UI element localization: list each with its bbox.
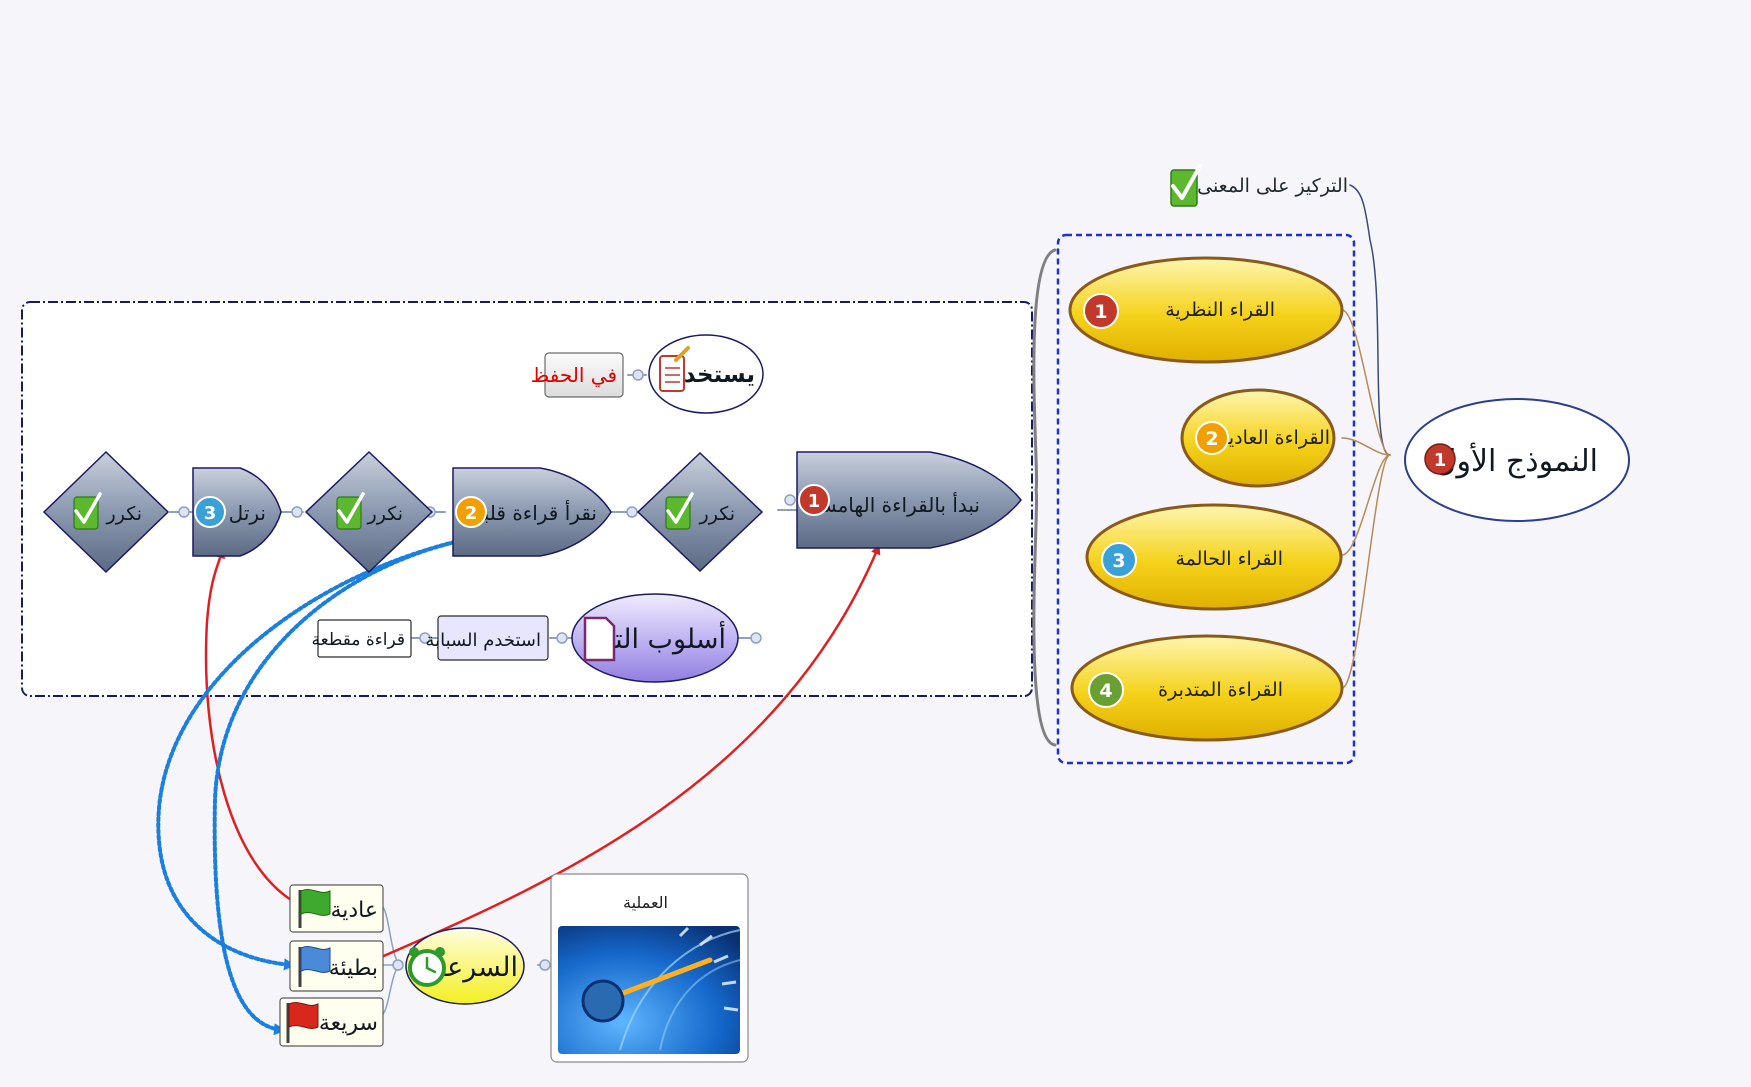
speed-option-fast[interactable]: سريعة [279, 997, 384, 1047]
number-badge-icon [194, 496, 226, 528]
use-node[interactable]: يستخدم [648, 334, 764, 414]
page-icon [583, 616, 616, 662]
process-card-title: العملية [623, 893, 668, 912]
number-badge-icon [455, 496, 487, 528]
svg-text:3: 3 [204, 503, 217, 524]
memorization-node[interactable]: في الحفظ [531, 352, 624, 398]
tracking-child-label: قراءة مقطعة [312, 630, 406, 650]
svg-text:4: 4 [1099, 680, 1112, 702]
central-topic[interactable]: النموذج الأول 1 [1404, 398, 1630, 522]
step-2-node[interactable]: نكرر [636, 451, 764, 573]
svg-text:1: 1 [808, 491, 821, 512]
tracking-method-node[interactable]: أسلوب التتبع [571, 593, 739, 683]
reader-label: القراء النظرية [1165, 299, 1275, 321]
step-6-node[interactable]: نكرر [42, 450, 170, 574]
tracking-child-label: استخدم السبابة [425, 630, 541, 651]
connectors [156, 184, 1391, 1036]
red-flag-icon [286, 1002, 319, 1043]
notepad-icon [659, 346, 690, 392]
step-1-node[interactable]: نبدأ بالقراءة الهامسة 1 [796, 451, 1022, 549]
blue-flag-icon [298, 946, 331, 987]
number-badge-icon [1101, 542, 1137, 578]
svg-text:3: 3 [1112, 550, 1125, 572]
number-badge-icon [798, 484, 830, 516]
step-label: نبدأ بالقراءة الهامسة [809, 492, 980, 517]
green-check-icon [336, 492, 365, 530]
memorization-label: في الحفظ [531, 363, 617, 388]
speed-option-normal[interactable]: عادية [289, 884, 384, 933]
process-card[interactable]: العملية [550, 873, 749, 1063]
step-label: نقرأ قراءة قلبية [467, 500, 597, 525]
readers-boundary [1056, 233, 1356, 765]
green-flag-icon [298, 889, 331, 928]
number-badge-icon [1424, 443, 1456, 475]
svg-text:2: 2 [465, 503, 478, 524]
number-badge-icon [1195, 421, 1229, 455]
svg-text:1: 1 [1094, 301, 1107, 323]
floating-note[interactable]: التركيز على المعنى [1170, 164, 1348, 207]
step-3-node[interactable]: نقرأ قراءة قلبية 2 [452, 467, 612, 557]
reader-node-1[interactable]: القراء النظرية 1 [1068, 256, 1344, 364]
green-check-icon [1170, 164, 1202, 207]
step-label: نكرر [367, 503, 403, 525]
step-label: نكرر [699, 503, 735, 525]
tracking-child-1[interactable]: استخدم السبابة [425, 615, 549, 661]
speed-option-label: بطيئة [329, 956, 378, 981]
central-topic-label: النموذج الأول [1435, 441, 1598, 479]
svg-text:2: 2 [1205, 428, 1218, 450]
speed-option-label: عادية [330, 898, 378, 923]
reader-label: القراءة العادية [1219, 427, 1330, 449]
step-label: نكرر [106, 503, 142, 525]
svg-text:1: 1 [1434, 450, 1447, 471]
speedometer-image [558, 926, 741, 1054]
step-4-node[interactable]: نكرر [304, 450, 434, 574]
speed-option-label: سريعة [319, 1011, 378, 1036]
speed-node[interactable]: السرعة [405, 927, 525, 1005]
step-label: نرتل [229, 501, 266, 525]
tracking-child-2[interactable]: قراءة مقطعة [312, 619, 412, 658]
reader-node-3[interactable]: القراء الحالمة 3 [1085, 503, 1343, 611]
speed-option-slow[interactable]: بطيئة [289, 940, 384, 992]
reader-label: القراءة المتدبرة [1158, 679, 1283, 701]
step-5-node[interactable]: نرتل 3 [192, 467, 282, 557]
reader-node-4[interactable]: القراءة المتدبرة 4 [1070, 634, 1344, 742]
connector-dots [178, 369, 796, 971]
green-check-icon [665, 492, 694, 530]
green-check-icon [73, 492, 102, 530]
number-badge-icon [1083, 293, 1119, 329]
reader-node-2[interactable]: القراءة العادية 2 [1180, 388, 1336, 488]
speed-label: السرعة [433, 952, 518, 983]
floating-note-label: التركيز على المعنى [1197, 175, 1348, 197]
reader-label: القراء الحالمة [1176, 548, 1284, 570]
alarm-clock-icon [408, 947, 446, 987]
number-badge-icon [1088, 672, 1124, 708]
